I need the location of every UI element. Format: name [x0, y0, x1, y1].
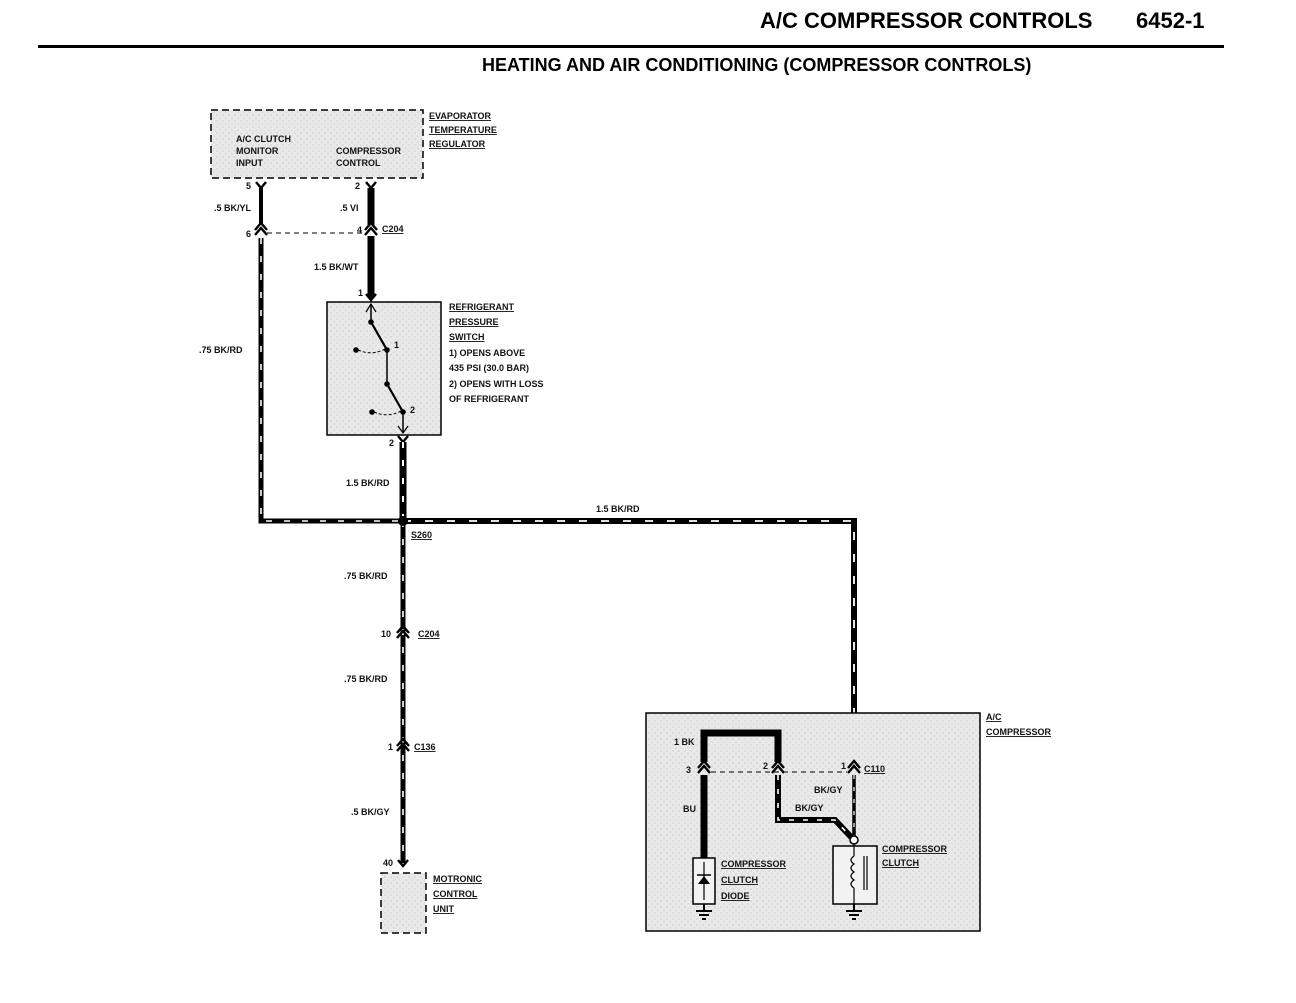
evap-left-label-1: A/C CLUTCH: [236, 134, 291, 144]
wire-label-bu: BU: [683, 804, 696, 814]
evap-left-label-3: INPUT: [236, 158, 264, 168]
motronic-pin: 40: [383, 858, 393, 868]
c204-upper-pin-4: 4: [357, 225, 362, 235]
evap-right-label-2: CONTROL: [336, 158, 381, 168]
c110-pin-2: 2: [763, 761, 768, 771]
c204-upper-label: C204: [382, 224, 404, 234]
wire-label-bkgy-motronic: .5 BK/GY: [351, 807, 390, 817]
evap-name-3: REGULATOR: [429, 139, 486, 149]
switch-note-1: 1) OPENS ABOVE: [449, 348, 525, 358]
c204-upper-pin-6: 6: [246, 229, 251, 239]
motronic-control-unit: MOTRONIC CONTROL UNIT: [380, 872, 482, 934]
switch-contact-1: 1: [394, 340, 399, 350]
switch-note-4: OF REFRIGERANT: [449, 394, 530, 404]
wire-label-1bk: 1 BK: [674, 737, 695, 747]
switch-contact-2: 2: [410, 405, 415, 415]
wire-label-bkrd-c204: .75 BK/RD: [344, 674, 388, 684]
evap-pin-5: 5: [246, 181, 251, 191]
refrigerant-pressure-switch: 1 2 REFRIGERANT PRESSURE SWITCH 1) OPENS…: [326, 301, 544, 436]
splice-s260-dot: [398, 516, 408, 526]
diode-name-3: DIODE: [721, 891, 750, 901]
diode-name-1: COMPRESSOR: [721, 859, 787, 869]
evap-right-label-1: COMPRESSOR: [336, 146, 402, 156]
clutch-name-1: COMPRESSOR: [882, 844, 948, 854]
clutch-name-2: CLUTCH: [882, 858, 919, 868]
switch-name-1: REFRIGERANT: [449, 302, 515, 312]
switch-name-3: SWITCH: [449, 332, 485, 342]
c204-lower-label: C204: [418, 629, 440, 639]
diagram-subtitle: HEATING AND AIR CONDITIONING (COMPRESSOR…: [482, 55, 1032, 75]
compressor-clutch: COMPRESSOR CLUTCH: [832, 844, 948, 920]
wire-label-bkgy-c110: BK/GY: [814, 785, 843, 795]
evap-left-label-2: MONITOR: [236, 146, 279, 156]
evaporator-temperature-regulator: A/C CLUTCH MONITOR INPUT COMPRESSOR CONT…: [210, 109, 497, 179]
compressor-name-1: A/C: [986, 712, 1002, 722]
ac-compressor: A/C COMPRESSOR 1 BK 3 2 1 C110 BU BK/GY …: [645, 712, 1052, 932]
page-number: 6452-1: [1136, 8, 1205, 33]
c136-label: C136: [414, 742, 436, 752]
motronic-name-3: UNIT: [433, 904, 454, 914]
switch-pin-2: 2: [389, 438, 394, 448]
connector-c110: 3 2 1 C110: [686, 759, 885, 775]
c204-lower-pin: 10: [381, 629, 391, 639]
compressor-name-2: COMPRESSOR: [986, 727, 1052, 737]
compressor-clutch-diode: COMPRESSOR CLUTCH DIODE: [692, 857, 787, 920]
evap-pin-2: 2: [355, 181, 360, 191]
wire-label-bkrd-switch: 1.5 BK/RD: [346, 478, 390, 488]
c136-pin: 1: [388, 742, 393, 752]
bkrd-wiring: [258, 238, 857, 864]
header-rule: [38, 45, 1224, 48]
switch-name-2: PRESSURE: [449, 317, 499, 327]
diode-name-2: CLUTCH: [721, 875, 758, 885]
wire-label-bkrd-s260: .75 BK/RD: [344, 571, 388, 581]
connector-c136: 1 C136: [388, 737, 436, 753]
switch-note-2: 435 PSI (30.0 BAR): [449, 363, 529, 373]
connector-c204-lower: 10 C204: [381, 624, 440, 640]
c110-pin-1: 1: [841, 761, 846, 771]
page-title: A/C COMPRESSOR CONTROLS: [760, 8, 1093, 33]
evap-name-2: TEMPERATURE: [429, 125, 497, 135]
c110-label: C110: [864, 764, 885, 774]
wire-label-bkwt: 1.5 BK/WT: [314, 262, 359, 272]
splice-s260-label: S260: [411, 530, 432, 540]
evap-name-1: EVAPORATOR: [429, 111, 492, 121]
c110-pin-3: 3: [686, 765, 691, 775]
switch-note-3: 2) OPENS WITH LOSS: [449, 379, 544, 389]
wire-label-bkyl: .5 BK/YL: [214, 203, 252, 213]
connector-c204-upper: 6 4 C204: [246, 221, 404, 239]
motronic-name-2: CONTROL: [433, 889, 478, 899]
wire-label-bkrd-horizontal: 1.5 BK/RD: [596, 504, 640, 514]
wire-label-vi: .5 VI: [340, 203, 359, 213]
wire-label-bkgy-inner: BK/GY: [795, 803, 824, 813]
switch-pin-1: 1: [358, 288, 363, 298]
motronic-name-1: MOTRONIC: [433, 874, 482, 884]
wire-label-bkrd-left: .75 BK/RD: [199, 345, 243, 355]
